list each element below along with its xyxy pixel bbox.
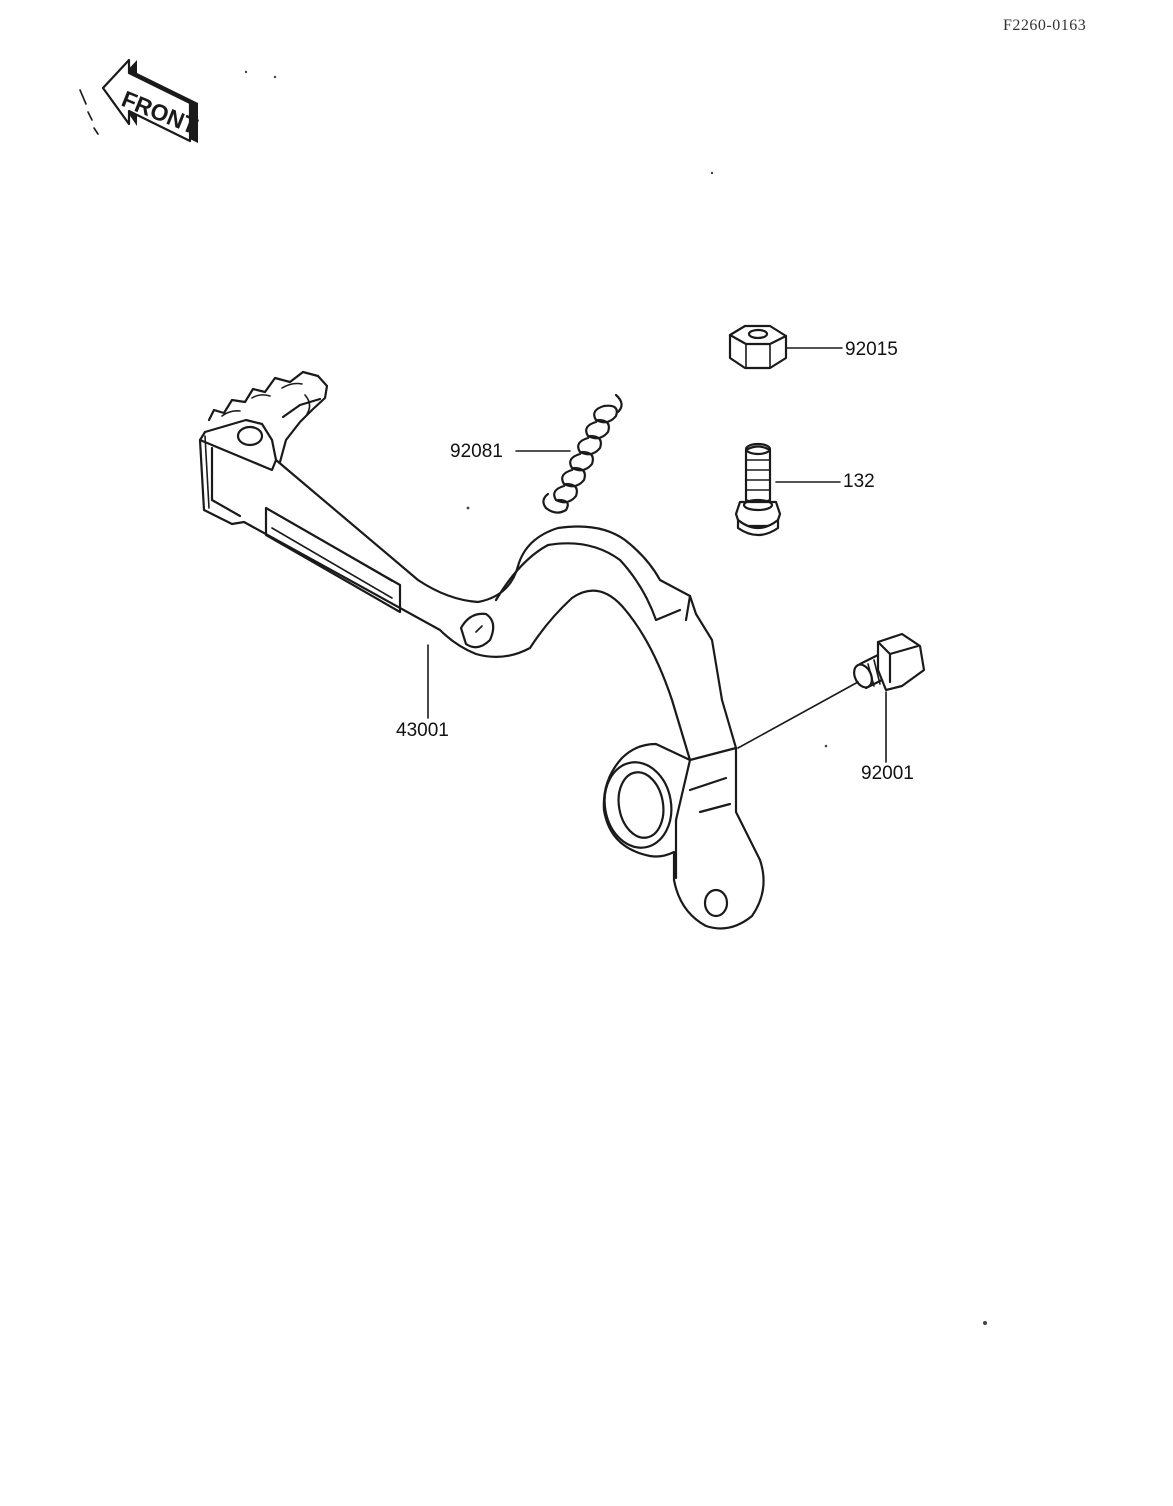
part-number-132: 132: [843, 471, 875, 492]
part-number-92081: 92081: [450, 441, 503, 462]
spring-icon: [542, 393, 623, 514]
part-number-43001: 43001: [396, 720, 449, 741]
front-arrow-icon: FRONT: [79, 58, 201, 143]
bolt-short-icon: [853, 632, 926, 692]
bolt-long-icon: [734, 442, 782, 537]
part-number-92015: 92015: [845, 339, 898, 360]
leader-lines: [427, 347, 887, 763]
brake-pedal-icon: [198, 370, 765, 930]
nut-icon: [728, 324, 788, 370]
reference-code: F2260-0163: [1003, 17, 1087, 34]
part-number-92001: 92001: [861, 763, 914, 784]
scan-specks: [244, 70, 987, 1325]
